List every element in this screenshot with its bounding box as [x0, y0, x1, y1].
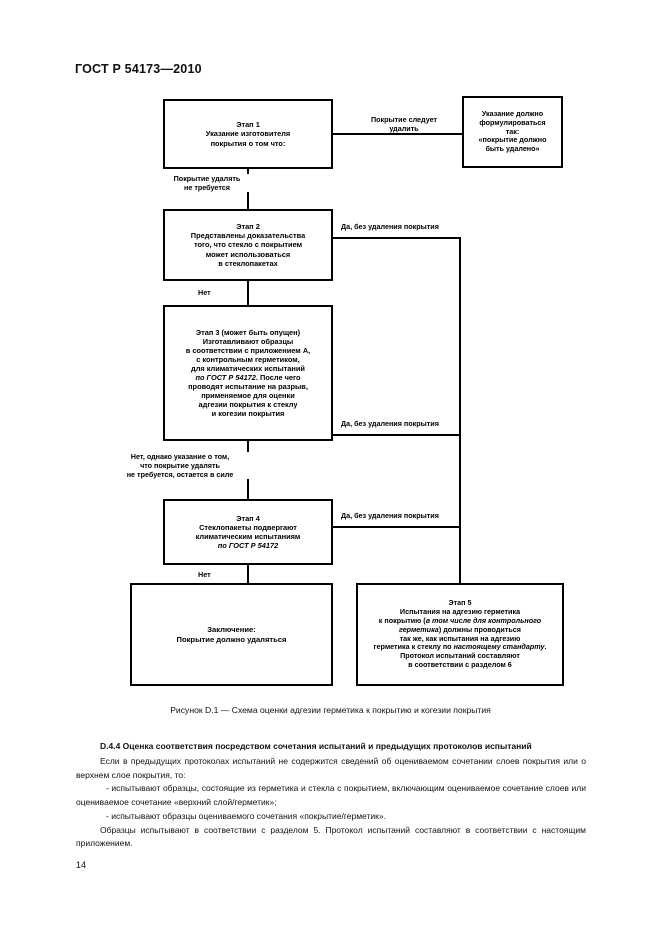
- flow-node-wording-note[interactable]: Указание должно формулироваться так: «по…: [462, 96, 563, 168]
- note-line5: быть удалено»: [485, 144, 540, 154]
- stage3-line5: для климатических испытаний: [191, 363, 305, 373]
- stage1-line3: покрытия о том что:: [210, 138, 286, 148]
- section-heading-d44: D.4.4 Оценка соответствия посредством со…: [100, 741, 532, 751]
- edge-label-yes-stage2: Да, без удаления покрытия: [339, 222, 441, 231]
- connector-stage4-to-conclusion: [247, 565, 249, 583]
- page-number: 14: [76, 860, 87, 870]
- flow-node-conclusion[interactable]: Заключение: Покрытие должно удаляться: [130, 583, 333, 686]
- body-text-block: D.4.4 Оценка соответствия посредством со…: [76, 740, 586, 851]
- edge-label-no-stage3: Нет, однако указание о том, что покрытие…: [105, 452, 255, 479]
- note-line3: так:: [505, 126, 520, 136]
- connector-stage2-yes: [333, 237, 460, 239]
- stage5-line6a: герметика к стеклу по: [373, 642, 454, 652]
- flow-node-stage-3[interactable]: Этап 3 (может быть опущен) Изготавливают…: [163, 305, 333, 441]
- edge-label-yes-stage3: Да, без удаления покрытия: [339, 419, 441, 428]
- paragraph-2: Образцы испытывают в соответствии с разд…: [76, 824, 586, 849]
- edge-label-no-stage1: Нет: [196, 288, 213, 297]
- flow-node-stage-2[interactable]: Этап 2 Представлены доказательства того,…: [163, 209, 333, 281]
- edge-label-no-stage3-line2: что покрытие удалять: [140, 461, 220, 470]
- stage5-line3b: в том числе для контрольного: [425, 615, 542, 625]
- stage3-line8: применяемое для оценки: [201, 391, 295, 401]
- flow-node-stage-5[interactable]: Этап 5 Испытания на адгезию герметика к …: [356, 583, 564, 686]
- edge-label-noremove-line2: не требуется: [184, 183, 230, 192]
- document-header: ГОСТ Р 54173—2010: [75, 62, 202, 76]
- stage2-line3: того, что стекло с покрытием: [193, 240, 303, 250]
- connector-stage2-to-stage3: [247, 281, 249, 305]
- conclusion-line2: Покрытие должно удаляться: [176, 634, 287, 644]
- stage4-line4: по ГОСТ Р 54172: [217, 541, 279, 551]
- edge-label-no-stage4: Нет: [196, 570, 213, 579]
- note-line1: Указание должно: [481, 109, 544, 119]
- bullet-1: - испытывают образцы, состоящие из герме…: [76, 783, 586, 808]
- flow-node-stage-1[interactable]: Этап 1 Указание изготовителя покрытия о …: [163, 99, 333, 169]
- bullet-2: - испытывают образцы оцениваемого сочета…: [106, 810, 386, 821]
- edge-label-coating-must-be-removed: Покрытие следует удалить: [352, 115, 456, 133]
- stage2-line5: в стеклопакетах: [218, 258, 278, 268]
- edge-label-remove-line1: Покрытие следует: [370, 115, 438, 124]
- stage5-line4c: ) должны проводиться: [438, 624, 521, 634]
- stage5-line6c: .: [544, 642, 547, 652]
- stage5-title: Этап 5: [448, 598, 472, 608]
- stage5-line4b: герметика: [399, 624, 439, 634]
- figure-caption: Рисунок D.1 — Схема оценки адгезии герме…: [170, 705, 491, 715]
- flow-node-stage-4[interactable]: Этап 4 Стеклопакеты подвергают климатиче…: [163, 499, 333, 565]
- paragraph-1: Если в предыдущих протоколах испытаний н…: [76, 755, 586, 780]
- stage2-title: Этап 2: [236, 222, 260, 232]
- note-line4: «покрытие должно: [478, 135, 547, 145]
- stage4-line2: Стеклопакеты подвергают: [199, 522, 297, 532]
- stage4-title: Этап 4: [236, 513, 260, 523]
- conclusion-line1: Заключение:: [207, 625, 256, 635]
- stage5-line5: так же, как испытания на адгезию: [399, 633, 521, 643]
- edge-label-noremove-line1: Покрытие удалять: [173, 174, 241, 183]
- stage3-line4: с контрольным герметиком,: [196, 354, 300, 364]
- stage3-line6-tail: . После чего: [255, 373, 301, 382]
- stage5-line6b: настоящему стандарту: [453, 642, 545, 652]
- flowchart-diagram: Этап 1 Указание изготовителя покрытия о …: [105, 96, 564, 686]
- stage3-line6-standard: по ГОСТ Р 54172: [195, 373, 256, 382]
- stage3-title: Этап 3 (может быть опущен): [195, 327, 301, 337]
- stage4-line3: климатическим испытаниям: [195, 532, 301, 541]
- stage5-line8: в соответствии с разделом 6: [408, 659, 512, 669]
- connector-stage3-yes: [333, 434, 460, 436]
- stage3-line9: адгезии покрытия к стеклу: [198, 400, 298, 410]
- stage3-line3: в соответствии с приложением А,: [185, 345, 311, 355]
- stage1-line2: Указание изготовителя: [205, 129, 291, 139]
- edge-label-yes-stage4: Да, без удаления покрытия: [339, 511, 441, 520]
- stage5-line3a: к покрытию (: [378, 615, 426, 625]
- edge-label-no-stage3-line3: не требуется, остается в силе: [126, 470, 234, 479]
- stage3-line10: и когезии покрытия: [211, 409, 285, 419]
- connector-stage1-to-note: [333, 133, 462, 135]
- stage2-line4: может использоваться: [205, 249, 291, 259]
- edge-label-no-removal-required: Покрытие удалять не требуется: [152, 174, 262, 192]
- edge-label-remove-line2: удалить: [389, 124, 419, 133]
- stage3-line7: проводят испытание на разрыв,: [188, 382, 308, 392]
- stage5-line7: Протокол испытаний составляют: [400, 651, 520, 661]
- connector-right-trunk: [459, 237, 461, 583]
- stage5-line2: Испытания на адгезию герметика: [399, 607, 521, 617]
- stage1-title: Этап 1: [236, 120, 260, 130]
- edge-label-no-stage3-line1: Нет, однако указание о том,: [130, 452, 230, 461]
- stage2-line2: Представлены доказательства: [190, 231, 306, 241]
- note-line2: формулироваться: [479, 117, 546, 127]
- stage3-line2: Изготавливают образцы: [202, 336, 294, 346]
- connector-stage4-yes: [333, 526, 460, 528]
